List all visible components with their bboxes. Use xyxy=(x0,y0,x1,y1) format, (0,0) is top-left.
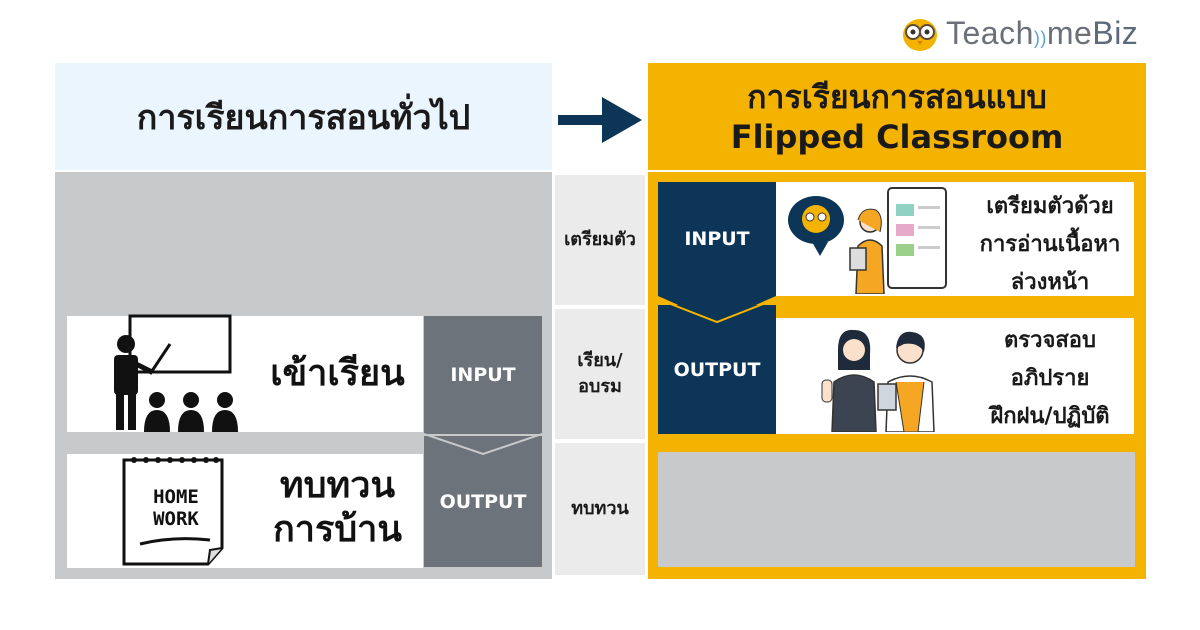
students-discussing-icon xyxy=(821,329,935,432)
traditional-input-box: INPUT xyxy=(424,316,542,434)
chevron-down-icon xyxy=(658,296,777,324)
flipped-title-line2: Flipped Classroom xyxy=(730,117,1064,156)
flipped-review-empty xyxy=(658,452,1135,567)
flipped-input-box: INPUT xyxy=(658,182,776,296)
logo-wordmark: Teach))meBiz xyxy=(946,14,1139,51)
arrow-right-icon xyxy=(558,97,642,143)
review-homework-label: ทบทวน การบ้าน xyxy=(272,465,403,550)
flipped-output-description: ตรวจสอบ อภิปราย ฝึกฝน/ปฏิบัติ xyxy=(990,328,1110,429)
flipped-header: การเรียนการสอนแบบ Flipped Classroom xyxy=(648,63,1146,170)
owl-logo-icon xyxy=(903,19,937,51)
homework-text: HOME WORK xyxy=(153,486,199,530)
stage-review: ทบทวน xyxy=(555,443,645,575)
attend-class-label: เข้าเรียน xyxy=(270,353,405,394)
traditional-output-box: OUTPUT xyxy=(424,436,542,567)
stage-prepare: เตรียมตัว xyxy=(555,175,645,305)
stage-learn: เรียน/อบรม xyxy=(555,309,645,439)
teachmebiz-logo: Teach))meBiz xyxy=(900,10,1190,56)
traditional-title: การเรียนการสอนทั่วไป xyxy=(136,97,471,138)
chevron-divider-icon xyxy=(424,433,542,456)
homework-notebook-icon xyxy=(122,457,224,566)
student-reading-tablet-icon xyxy=(788,187,947,294)
flipped-output-box: OUTPUT xyxy=(658,305,776,434)
traditional-header: การเรียนการสอนทั่วไป xyxy=(55,63,552,170)
flipped-input-card xyxy=(776,182,1134,296)
flipped-input-description: เตรียมตัวด้วย การอ่านเนื้อหา ล่วงหน้า xyxy=(979,194,1121,295)
teacher-classroom-icon xyxy=(114,314,238,432)
flipped-title-line1: การเรียนการสอนแบบ xyxy=(747,77,1047,116)
